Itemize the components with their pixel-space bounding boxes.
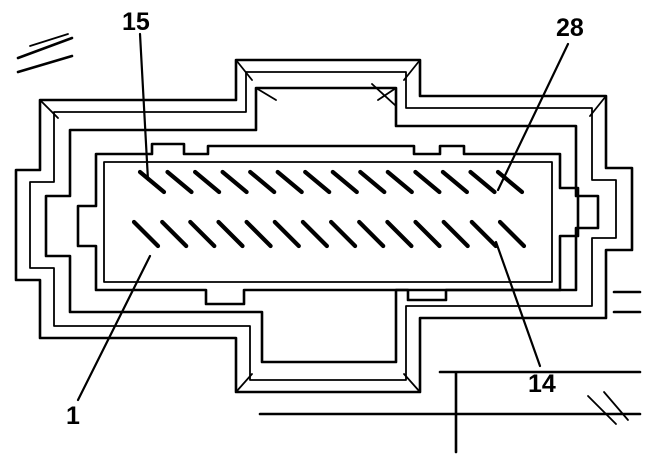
leader-line-15 <box>138 32 150 182</box>
pin-28 <box>495 169 525 195</box>
pin-27 <box>468 169 497 195</box>
pin-label-1: 1 <box>66 402 80 430</box>
pin-9 <box>357 219 386 249</box>
pin-row-bottom <box>131 219 527 249</box>
pin-21 <box>303 169 332 195</box>
leader-line-1 <box>76 254 152 402</box>
background-fragment-right <box>612 290 642 314</box>
pin-12 <box>441 219 470 249</box>
pin-label-14: 14 <box>528 370 556 398</box>
pin-8 <box>329 219 358 249</box>
pin-15 <box>137 169 167 195</box>
pin-18 <box>220 169 249 195</box>
pin-26 <box>440 169 469 195</box>
pin-1 <box>131 219 161 249</box>
leader-line-14 <box>494 240 542 368</box>
pin-4 <box>216 219 245 249</box>
background-fragment-top-left <box>16 33 74 74</box>
connector-housing-inner <box>44 83 600 364</box>
pin-23 <box>358 169 387 195</box>
pin-2 <box>160 219 189 249</box>
pin-20 <box>275 169 304 195</box>
connector-housing-outer <box>14 58 634 394</box>
pin-16 <box>165 169 194 195</box>
background-fragment-bottom-right <box>258 370 642 454</box>
pin-5 <box>244 219 273 249</box>
pin-label-15: 15 <box>122 8 150 36</box>
pin-24 <box>385 169 414 195</box>
pin-14 <box>497 219 527 249</box>
pin-3 <box>188 219 217 249</box>
pin-19 <box>248 169 277 195</box>
pin-7 <box>300 219 329 249</box>
pin-17 <box>193 169 222 195</box>
leader-line-28 <box>496 42 570 192</box>
pin-row-top <box>137 169 525 195</box>
pin-10 <box>385 219 414 249</box>
pin-label-28: 28 <box>556 14 584 42</box>
pin-25 <box>413 169 442 195</box>
pin-13 <box>469 219 498 249</box>
pin-11 <box>413 219 442 249</box>
pin-6 <box>272 219 301 249</box>
pin-22 <box>330 169 359 195</box>
